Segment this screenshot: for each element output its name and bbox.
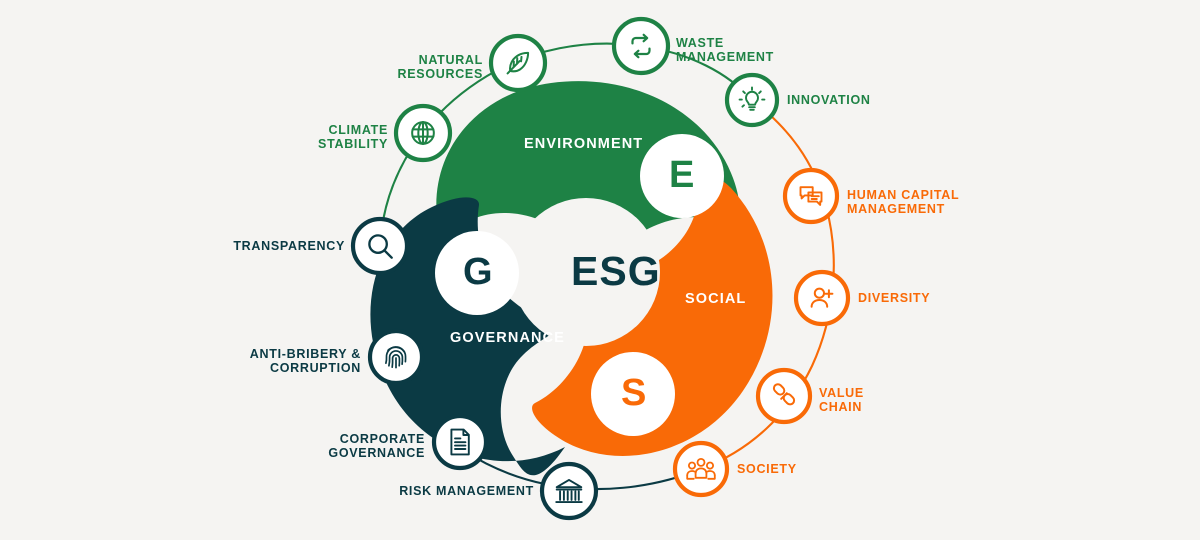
- node-label-climate-stability: CLIMATE STABILITY: [318, 123, 388, 151]
- badge-g-circle[interactable]: [435, 231, 519, 315]
- node-label-waste-management: WASTE MANAGEMENT: [676, 36, 774, 64]
- segment-label-governance: GOVERNANCE: [450, 330, 565, 346]
- node-label-innovation: INNOVATION: [787, 93, 871, 107]
- segment-governance[interactable]: [370, 197, 565, 476]
- node-diversity[interactable]: [793, 269, 851, 327]
- node-risk-management[interactable]: [539, 461, 599, 521]
- segment-label-social: SOCIAL: [685, 291, 747, 307]
- core-label-esg: ESG: [571, 248, 661, 294]
- node-climate-stability[interactable]: [393, 103, 453, 163]
- node-label-value-chain: VALUE CHAIN: [819, 386, 864, 414]
- badge-letter-g: G: [463, 251, 493, 293]
- segment-environment[interactable]: [436, 81, 740, 281]
- badge-group: [435, 134, 724, 436]
- node-corporate-governance[interactable]: [431, 413, 489, 471]
- node-label-anti-bribery-corruption: ANTI-BRIBERY & CORRUPTION: [249, 347, 361, 375]
- node-transparency[interactable]: [350, 216, 410, 276]
- badge-e-circle[interactable]: [640, 134, 724, 218]
- node-circles-group: [350, 16, 851, 521]
- node-label-natural-resources: NATURAL RESOURCES: [397, 53, 483, 81]
- node-natural-resources[interactable]: [488, 33, 548, 93]
- node-society[interactable]: [672, 440, 730, 498]
- segment-label-environment: ENVIRONMENT: [524, 136, 644, 152]
- node-anti-bribery-corruption[interactable]: [367, 328, 425, 386]
- node-waste-management[interactable]: [611, 16, 671, 76]
- badge-s-circle[interactable]: [591, 352, 675, 436]
- badge-letter-e: E: [669, 154, 695, 196]
- core-disc: [512, 198, 660, 346]
- badge-letter-s: S: [621, 372, 647, 414]
- node-label-society: SOCIETY: [737, 462, 797, 476]
- node-label-human-capital-management: HUMAN CAPITAL MANAGEMENT: [847, 188, 960, 216]
- node-label-risk-management: RISK MANAGEMENT: [399, 484, 534, 498]
- node-value-chain[interactable]: [755, 367, 813, 425]
- node-human-capital-management[interactable]: [782, 167, 840, 225]
- node-label-diversity: DIVERSITY: [858, 291, 931, 305]
- node-innovation[interactable]: [724, 72, 780, 128]
- node-label-corporate-governance: CORPORATE GOVERNANCE: [328, 432, 425, 460]
- node-label-transparency: TRANSPARENCY: [233, 239, 345, 253]
